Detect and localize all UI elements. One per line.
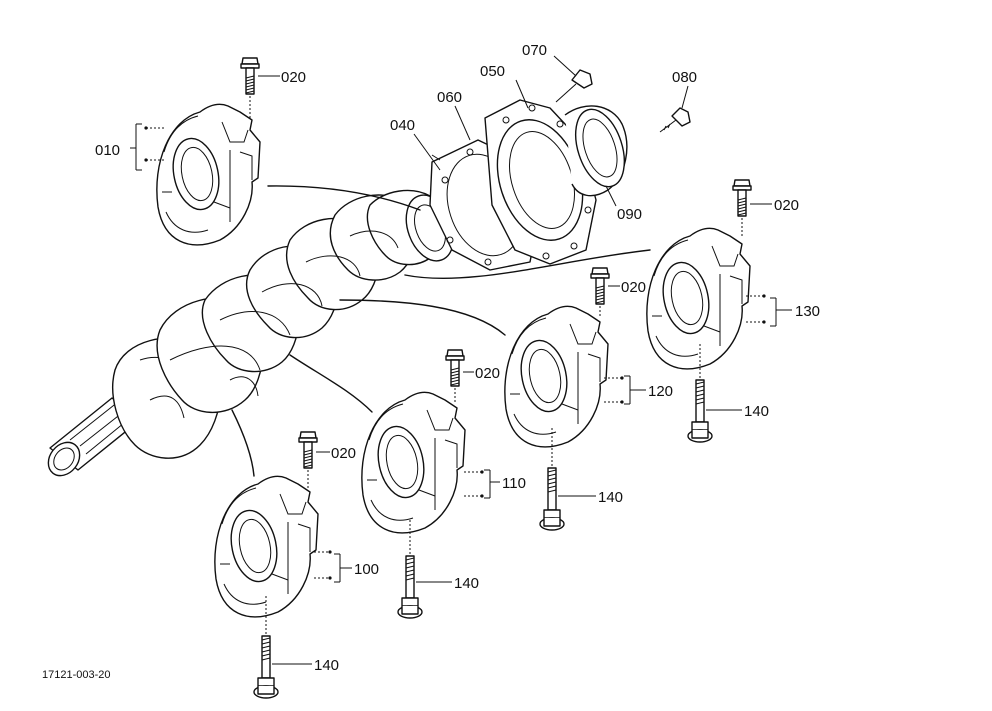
- diagram-code: 17121-003-20: [42, 669, 111, 681]
- crankshaft: [47, 189, 455, 477]
- part-labels: 010 020 020 020 020 020 040 050 060 070 …: [42, 42, 820, 681]
- label-020: 020: [475, 365, 500, 382]
- label-140: 140: [744, 403, 769, 420]
- bolt-140-set: [253, 379, 713, 699]
- bearing-case-110: [361, 391, 466, 534]
- bearing-case-010: [156, 103, 261, 246]
- label-010: 010: [95, 142, 120, 159]
- label-080: 080: [672, 69, 697, 86]
- label-110: 110: [502, 475, 526, 492]
- assembly-lines: [231, 96, 743, 636]
- label-140: 140: [454, 575, 479, 592]
- label-140: 140: [598, 489, 623, 506]
- label-140: 140: [314, 657, 339, 674]
- label-070: 070: [522, 42, 547, 59]
- label-090: 090: [617, 206, 642, 223]
- label-020: 020: [774, 197, 799, 214]
- label-040: 040: [390, 117, 415, 134]
- label-130: 130: [795, 303, 820, 320]
- bearing-case-130: [646, 227, 751, 370]
- label-020: 020: [621, 279, 646, 296]
- leaders: [130, 55, 792, 665]
- seal-housing: [429, 69, 691, 271]
- label-020: 020: [281, 69, 306, 86]
- label-050: 050: [480, 63, 505, 80]
- bearing-case-100: [214, 475, 319, 618]
- label-020: 020: [331, 445, 356, 462]
- label-100: 100: [354, 561, 379, 578]
- bearing-case-120: [504, 305, 609, 448]
- label-120: 120: [648, 383, 673, 400]
- label-060: 060: [437, 89, 462, 106]
